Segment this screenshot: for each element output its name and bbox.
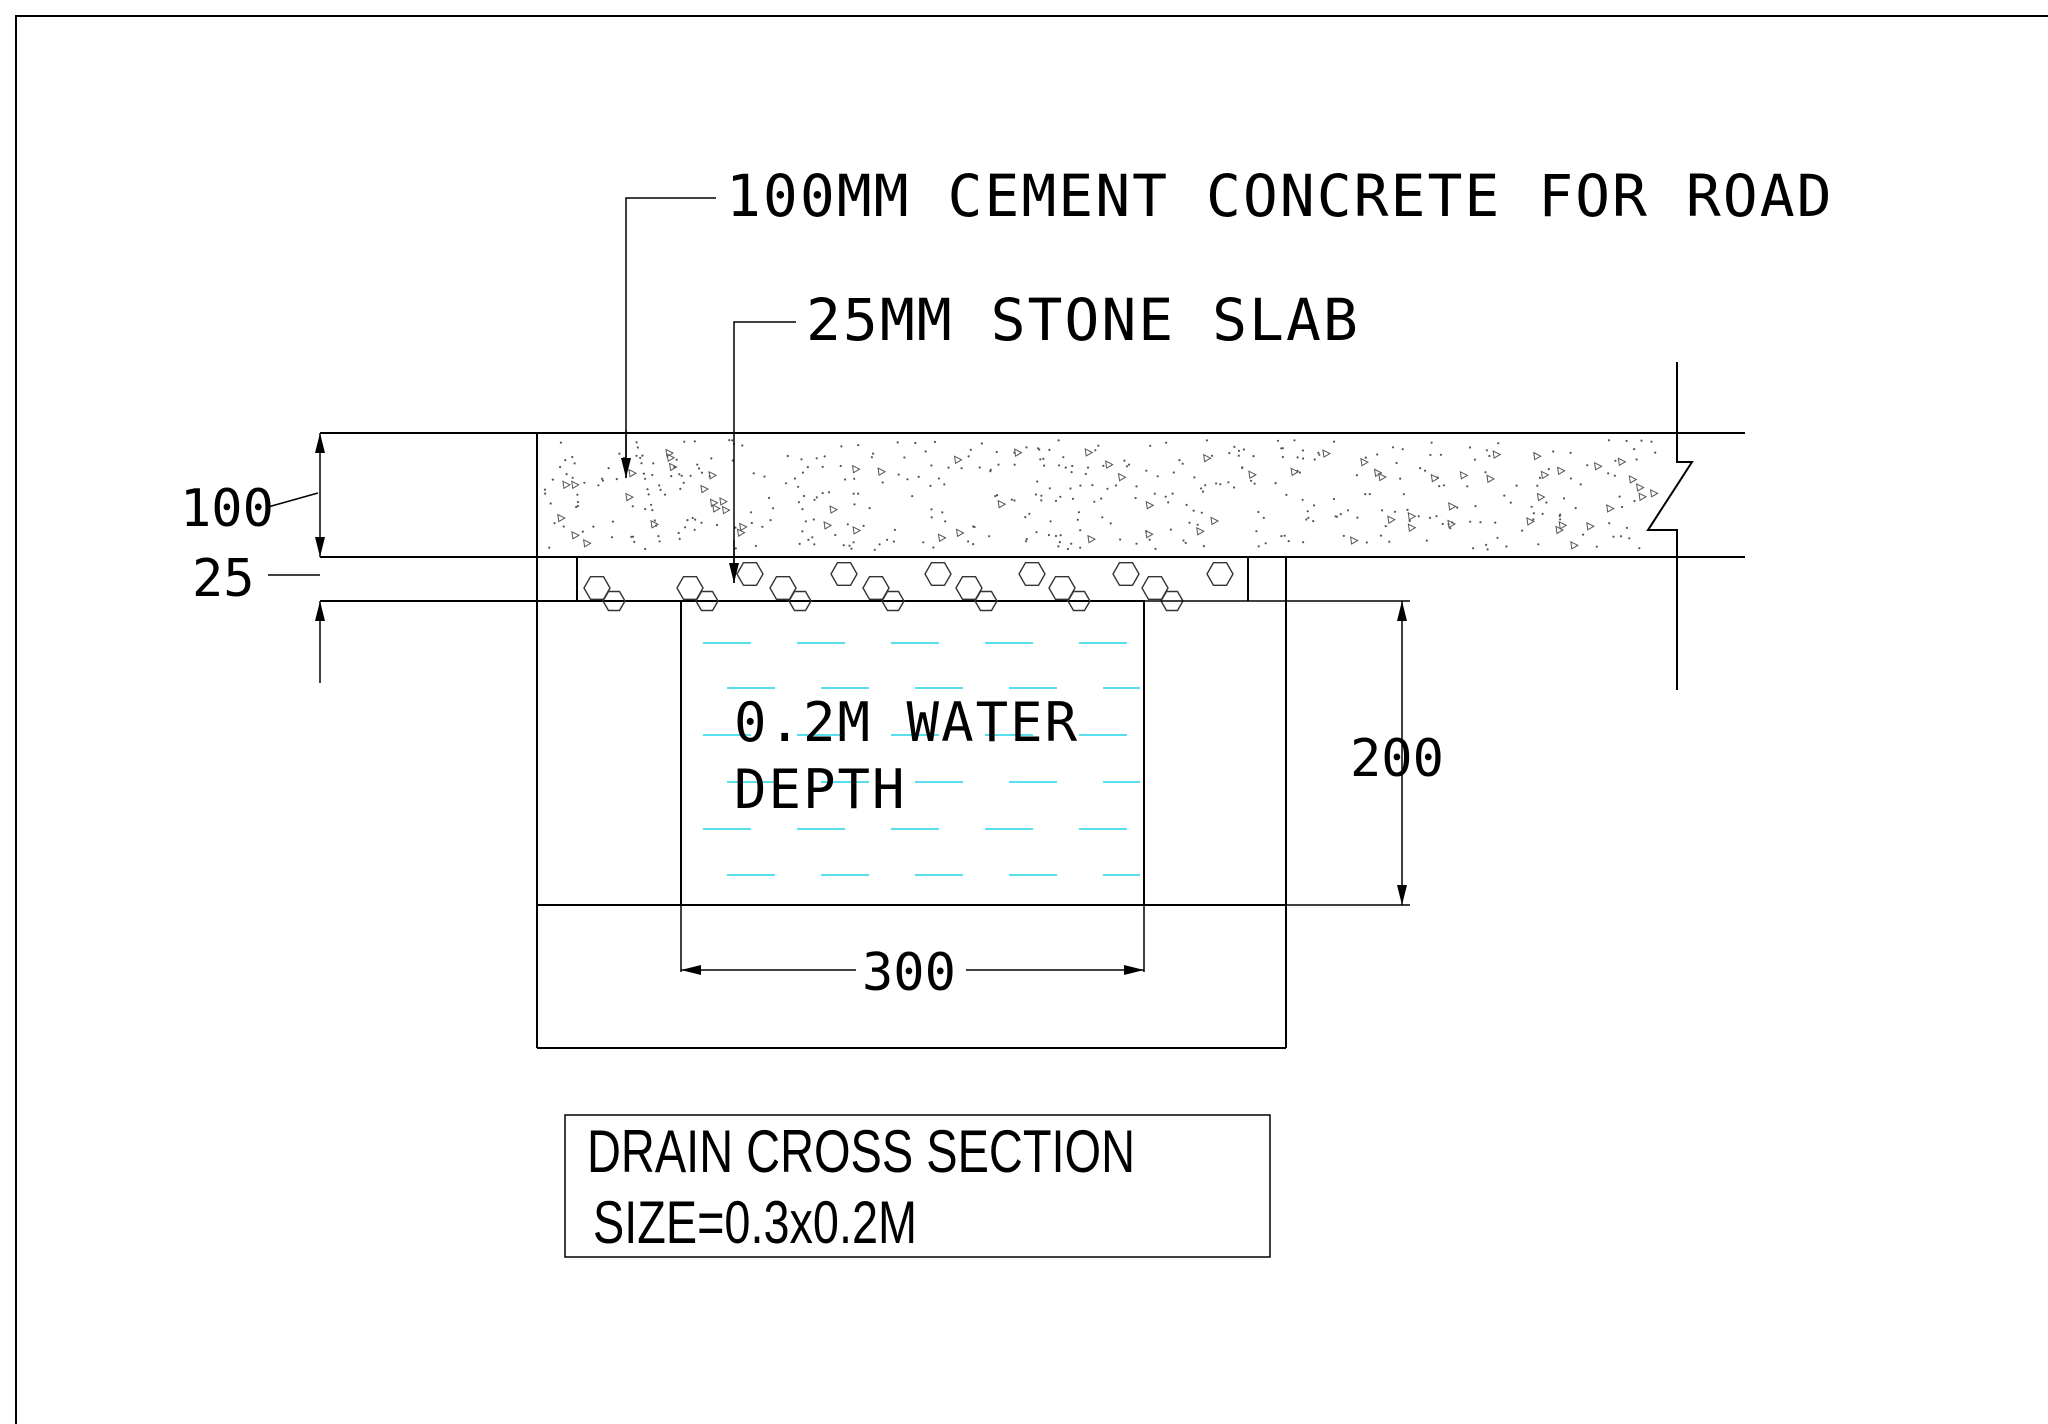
concrete-leader: 100MM CEMENT CONCRETE FOR ROAD [621,162,1834,478]
depth-dimension: 200 [1144,600,1444,906]
dim-100-label: 100 [180,479,274,539]
title-block: DRAIN CROSS SECTION SIZE=0.3x0.2M [564,1114,1271,1258]
dim-200-label: 200 [1350,729,1444,789]
sheet-border [15,15,2048,1424]
thickness-dimension: 100 25 [180,433,325,683]
drain-structure [536,557,1287,1049]
dim-300-label: 300 [862,943,956,1003]
slab-leader: 25MM STONE SLAB [729,286,1360,583]
concrete-label: 100MM CEMENT CONCRETE FOR ROAD [726,162,1834,230]
concrete-layer [320,432,1745,558]
water-depth-label-line1: 0.2M WATER [734,691,1079,754]
title-block-heading: DRAIN CROSS SECTION [587,1118,1135,1185]
title-block-size: SIZE=0.3x0.2M [593,1189,917,1256]
width-dimension: 300 [680,905,1145,1003]
water-depth-label-line2: DEPTH [734,758,907,821]
stone-slab-layer [320,557,1249,612]
concrete-hatch [543,439,1659,551]
slab-label: 25MM STONE SLAB [806,286,1360,354]
dim-25-label: 25 [192,549,255,609]
water-hatch [703,642,1140,876]
break-line [1646,362,1694,690]
